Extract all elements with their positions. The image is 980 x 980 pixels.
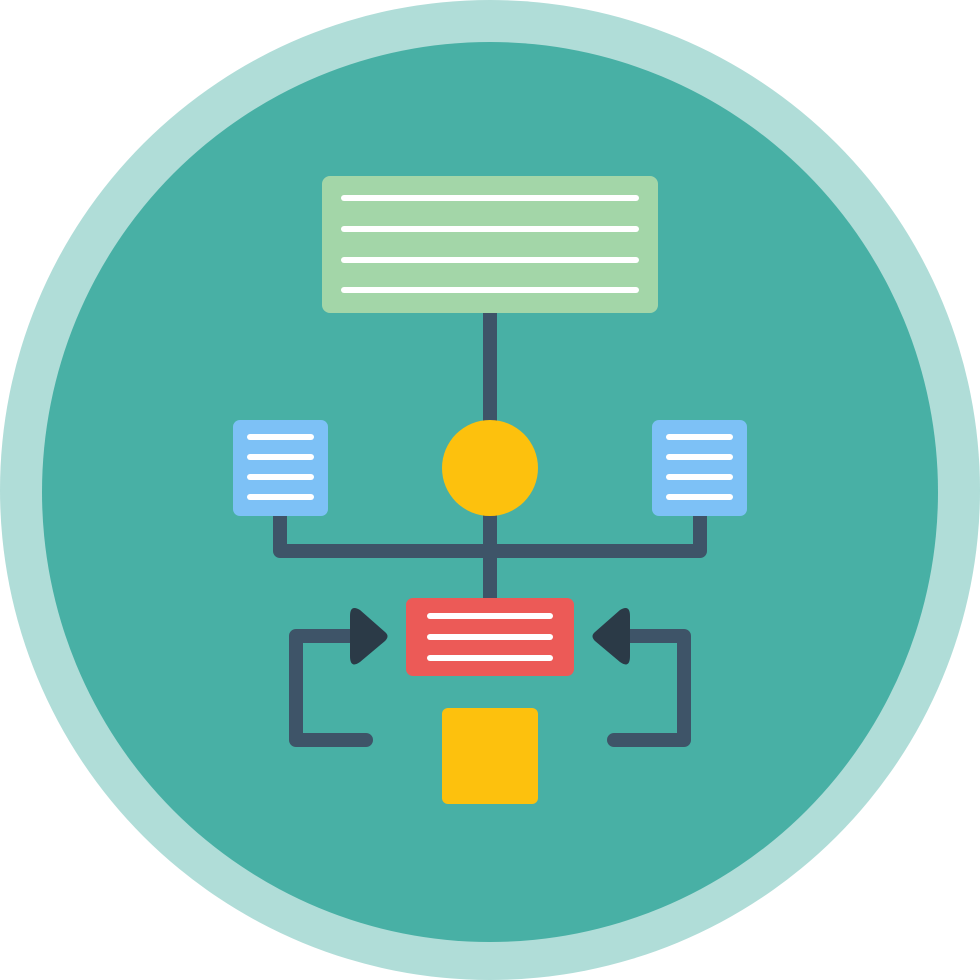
connector-left-branch — [273, 507, 497, 558]
middle-box — [406, 598, 574, 676]
middle-box-lines — [427, 613, 553, 661]
connector-left-loop — [289, 629, 373, 747]
top-box-body — [322, 176, 658, 313]
top-box-lines — [341, 195, 639, 293]
right-box — [652, 420, 747, 516]
bottom-node-square — [442, 708, 538, 804]
left-box-lines — [247, 434, 314, 500]
left-box-body — [233, 420, 328, 516]
arrowhead-left-icon — [350, 608, 388, 665]
right-box-body — [652, 420, 747, 516]
connectors — [273, 305, 707, 747]
connector-right-loop — [607, 629, 691, 747]
right-box-lines — [666, 434, 733, 500]
center-node-circle — [442, 420, 538, 516]
arrowhead-right-icon — [592, 608, 630, 665]
left-box — [233, 420, 328, 516]
top-box — [322, 176, 658, 313]
connector-right-branch — [483, 507, 707, 558]
